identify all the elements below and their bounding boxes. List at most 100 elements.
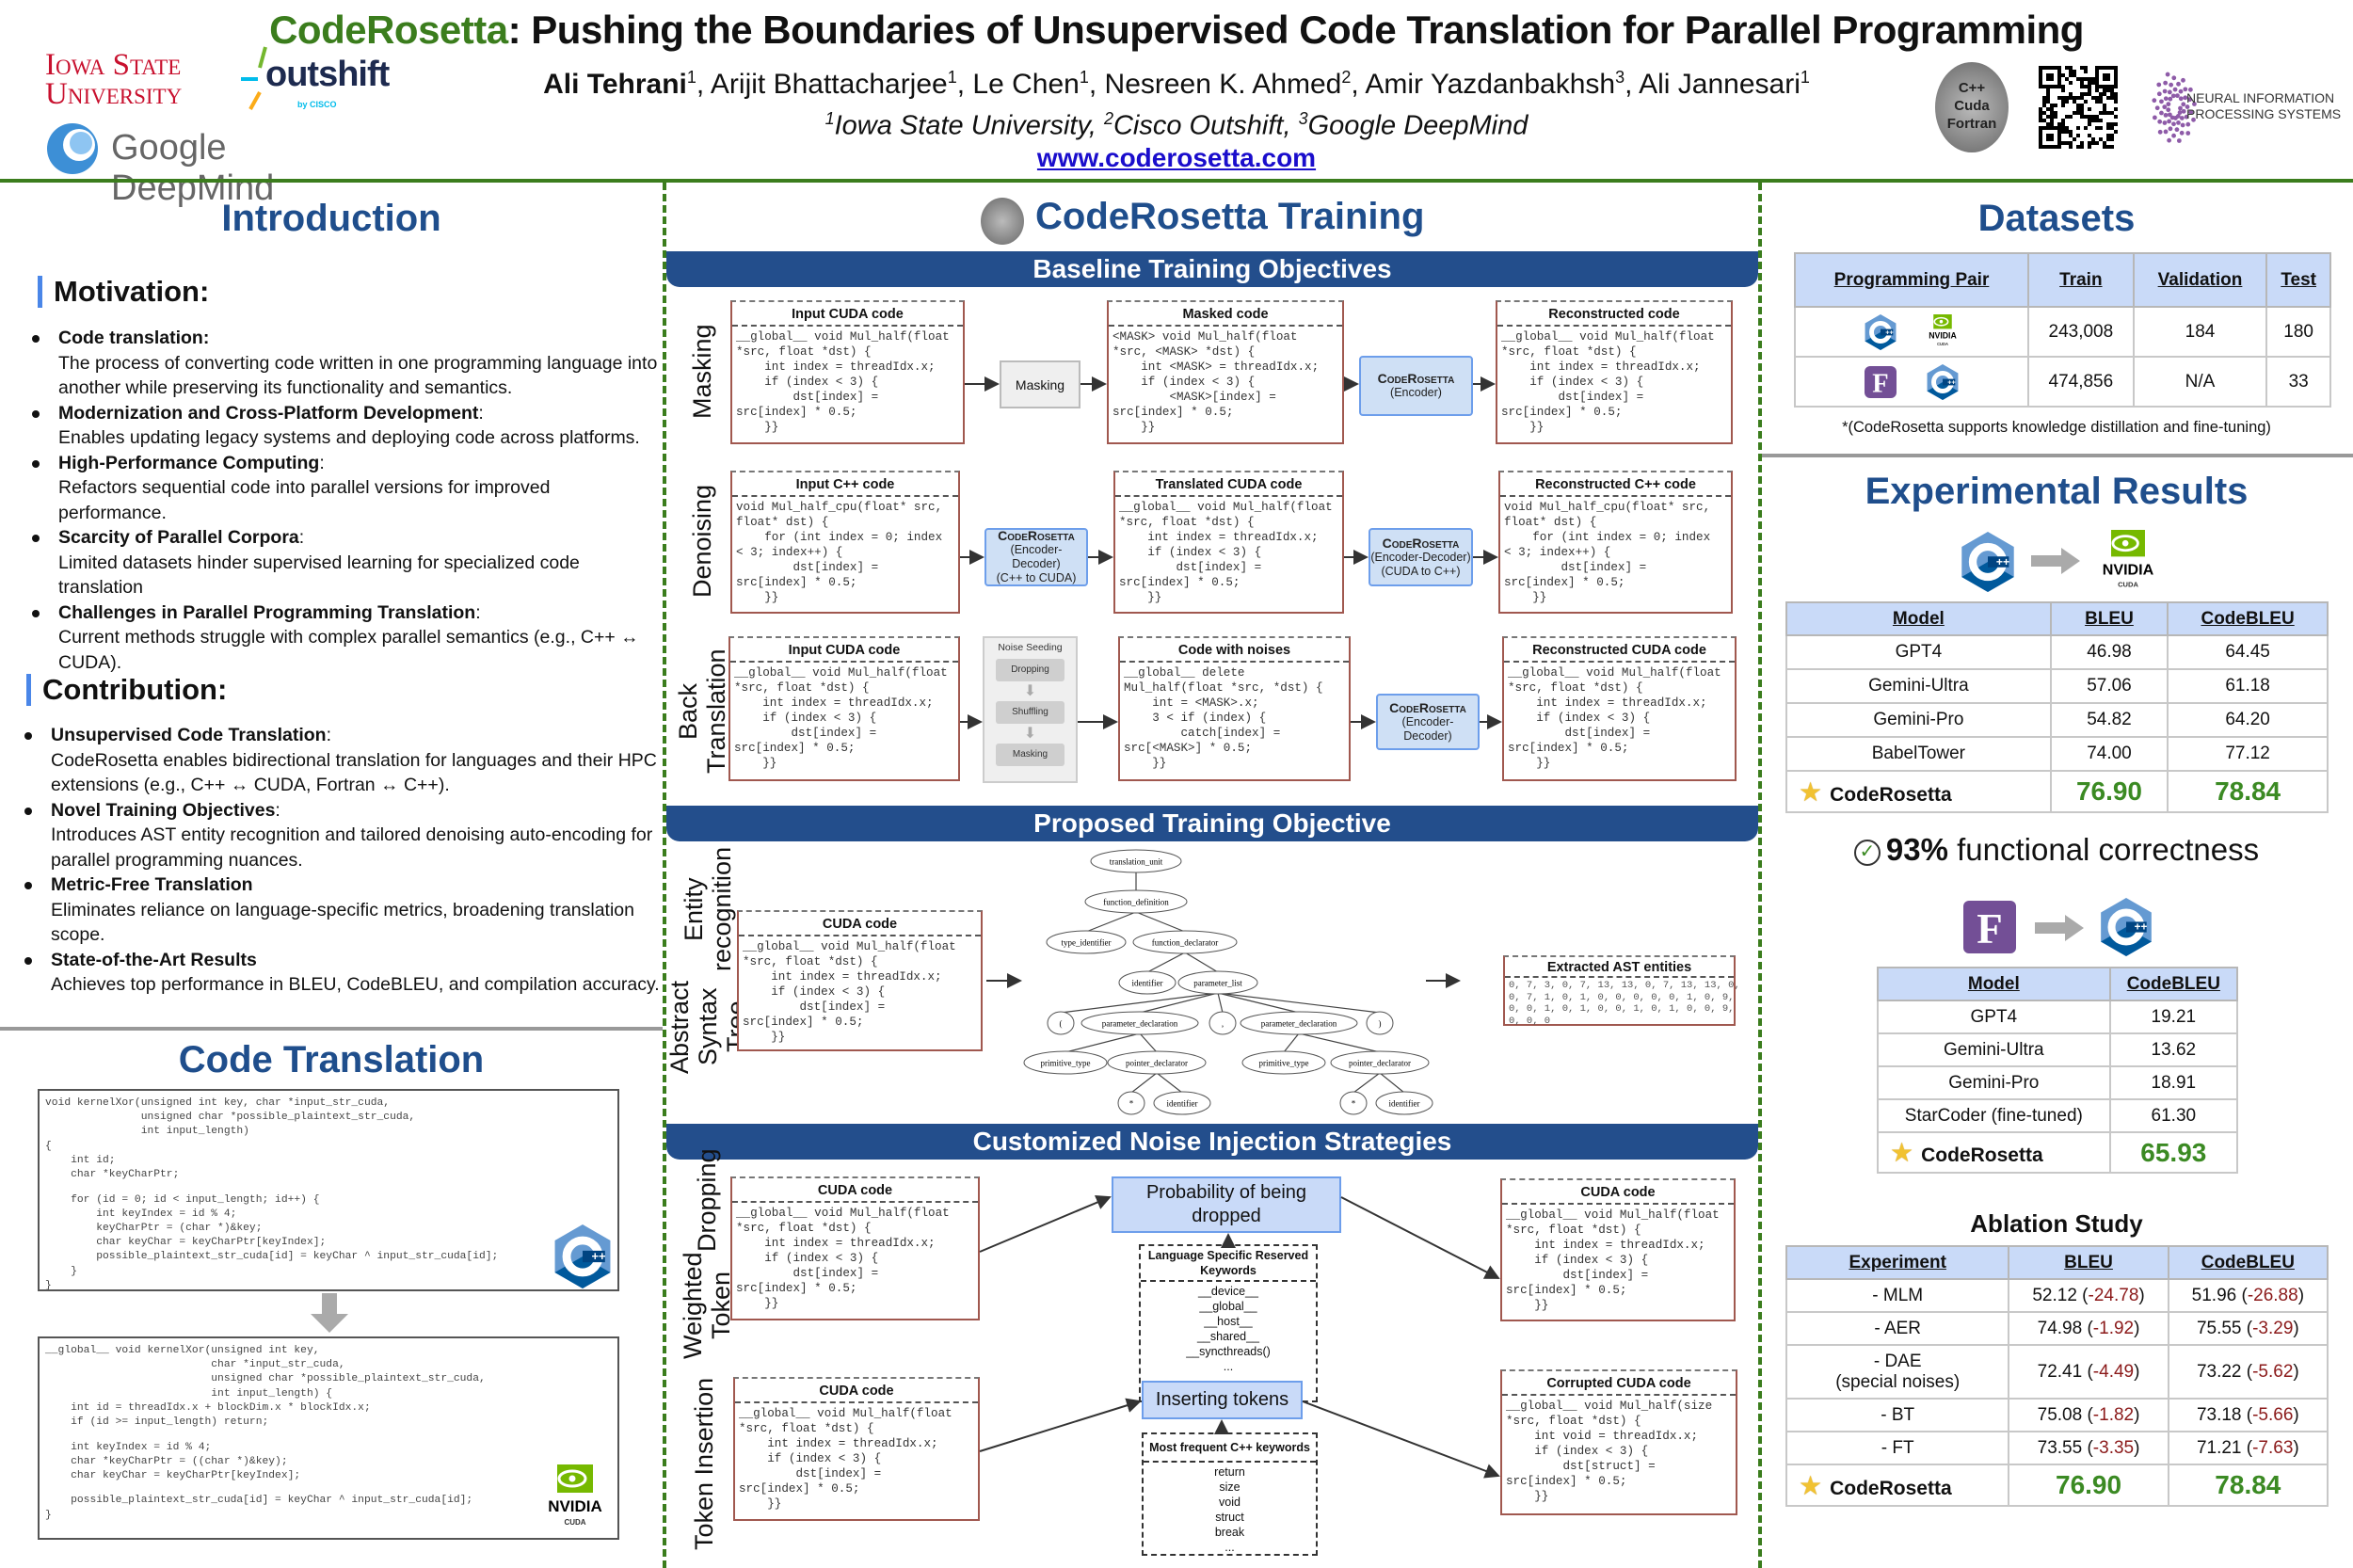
bullet-text: Current methods struggle with complex pa… [58,627,639,673]
ast-node: identifier [1153,1091,1211,1115]
svg-text:function_definition: function_definition [1103,898,1169,907]
keyword-item: ... [1225,1541,1235,1554]
model-name: CodeRosetta [1921,1144,2043,1166]
score: 51.96 [2191,1285,2237,1305]
column-header: CodeBLEU [2108,967,2239,1001]
google-deepmind-logo: Google DeepMind [45,120,393,208]
code-line: int void = threadIdx.x; [1506,1430,1699,1443]
functional-correctness: ✓93% functional correctness [1760,832,2353,868]
fortran-logo-icon: F [1865,365,1897,398]
entity-line: 0, 7, 1, 0, 1, 0, 0, 0, 0, 0, 1, 0, 9, [1509,991,1735,1003]
model-name: CodeRosetta [1830,783,1952,806]
svg-text:identifier: identifier [1389,1099,1420,1109]
table-row: - DAE(special noises)72.41 (-4.49)73.22 … [1785,1344,2329,1400]
right-arrow-icon [2035,915,2084,941]
programming-pair-cell: F++ [1793,356,2030,408]
score: 75.08 [2037,1404,2083,1425]
keyword-item: __global__ [1199,1300,1257,1313]
code-line: }} [1506,1299,1549,1312]
code-line: int index = threadIdx.x; [743,970,942,984]
row-label-masking: Masking [688,324,716,420]
experiment-name: - FT [1881,1437,1914,1458]
code-line: int keyIndex = id % 4; [45,1208,237,1220]
code-line: src[index] * 0.5; [734,742,856,755]
bullet-sep: : [319,452,325,473]
code-line: if (id >= input_length) return; [45,1416,269,1429]
code-line: possible_plaintext_str_cuda[id] = keyCha… [45,1495,473,1507]
author-affiliation-mark: 1 [1079,68,1089,87]
project-link[interactable]: www.coderosetta.com [1036,143,1317,172]
svg-text:pointer_declarator: pointer_declarator [1349,1059,1411,1068]
code-line: char *input_str_cuda, [45,1359,345,1371]
ast-edge [1146,952,1186,973]
training-title: CodeRosetta Training [1035,196,1425,237]
svg-text:++: ++ [1885,328,1893,336]
ast-node: * [1339,1091,1368,1115]
code-line: }} [1501,421,1545,434]
code-line: src[index] * 0.5; [1504,576,1625,589]
keyword-item: void [1219,1496,1241,1509]
model-cell: Gemini-Pro [1785,702,2052,738]
code-line: dst[index] = [1119,561,1262,574]
coderosetta-encoder-decoder-box: CodeRosetta(Encoder-Decoder) [1376,694,1480,750]
ast-node: parameter_declaration [1080,1011,1199,1035]
bullet-heading: Novel Training Objectives [51,799,276,821]
code-line: dst[index] = [736,391,879,404]
bullet-heading: Challenges in Parallel Programming Trans… [58,601,476,623]
svg-text:parameter_list: parameter_list [1193,979,1242,988]
value-cell: 184 [2132,306,2268,358]
cpp-logo-icon: ++ [554,1224,611,1288]
best-value-cell: 65.93 [2108,1131,2239,1174]
code-line: } [45,1279,52,1291]
code-line: src[index] * 0.5; [1508,742,1629,755]
coderosetta-cpp-to-cuda-box: CodeRosetta(Encoder-Decoder)(C++ to CUDA… [984,528,1088,586]
svg-text:pointer_declarator: pointer_declarator [1126,1059,1188,1068]
svg-text:*: * [1352,1099,1356,1109]
ast-tree-diagram: translation_unitfunction_definitiontype_… [1023,849,1433,1115]
score: 73.55 [2037,1437,2083,1458]
code-line: dst[index] = [734,727,877,740]
bullet-text: CodeRosetta enables bidirectional transl… [51,749,657,796]
value-cell: 46.98 [2049,634,2169,670]
code-line: for (id = 0; id < input_length; id++) { [45,1193,320,1206]
ast-node: primitive_type [1241,1050,1326,1075]
inserting-tokens-box: Inserting tokens [1142,1381,1303,1419]
svg-text:++: ++ [2135,921,2148,934]
down-arrow-icon: ⬇ [1023,726,1037,742]
code-line: int index = threadIdx.x; [739,1437,938,1450]
affiliation-name: Cisco Outshift [1112,110,1284,141]
svg-text:translation_unit: translation_unit [1110,857,1163,867]
value-cell: 180 [2265,306,2331,358]
svg-text:CUDA: CUDA [2118,581,2138,589]
model-cell: ★CodeRosetta [1785,1464,2010,1507]
code-line: src[index] * 0.5; [736,1282,857,1295]
ast-node: * [1117,1091,1145,1115]
column-header: Experiment [1785,1245,2010,1280]
bullet-item: Code translation:The process of converti… [0,326,663,401]
masking-step-box: Masking [1000,360,1080,408]
code-line: char keyChar = keyCharPtr[keyIndex]; [45,1237,327,1249]
column-header: BLEU [2008,1245,2169,1280]
bullet-sep: : [475,601,481,623]
target-cuda-code: __global__ void kernelXor(unsigned int k… [38,1336,619,1540]
code-line: }} [736,1297,779,1310]
code-line: < 3; index++) { [1504,546,1611,559]
code-line: int id; [45,1154,116,1166]
best-value-cell: 76.90 [2049,770,2169,813]
source-cpp-code: void kernelXor(unsigned int key, char *i… [38,1089,619,1291]
down-arrow-icon: ⬇ [1023,683,1037,699]
ast-node: pointer_declarator [1330,1050,1430,1075]
code-line: for (int index = 0; index [1504,531,1711,544]
code-line: src[index] * 0.5; [736,576,857,589]
model-cell: GPT4 [1785,634,2052,670]
keyword-item: ... [1223,1360,1234,1373]
code-line: int input_length) { [45,1387,333,1400]
code-line: catch[index] = [1124,727,1281,740]
code-line: __global__ void Mul_half(float [736,330,950,344]
qr-code[interactable] [2038,66,2119,149]
